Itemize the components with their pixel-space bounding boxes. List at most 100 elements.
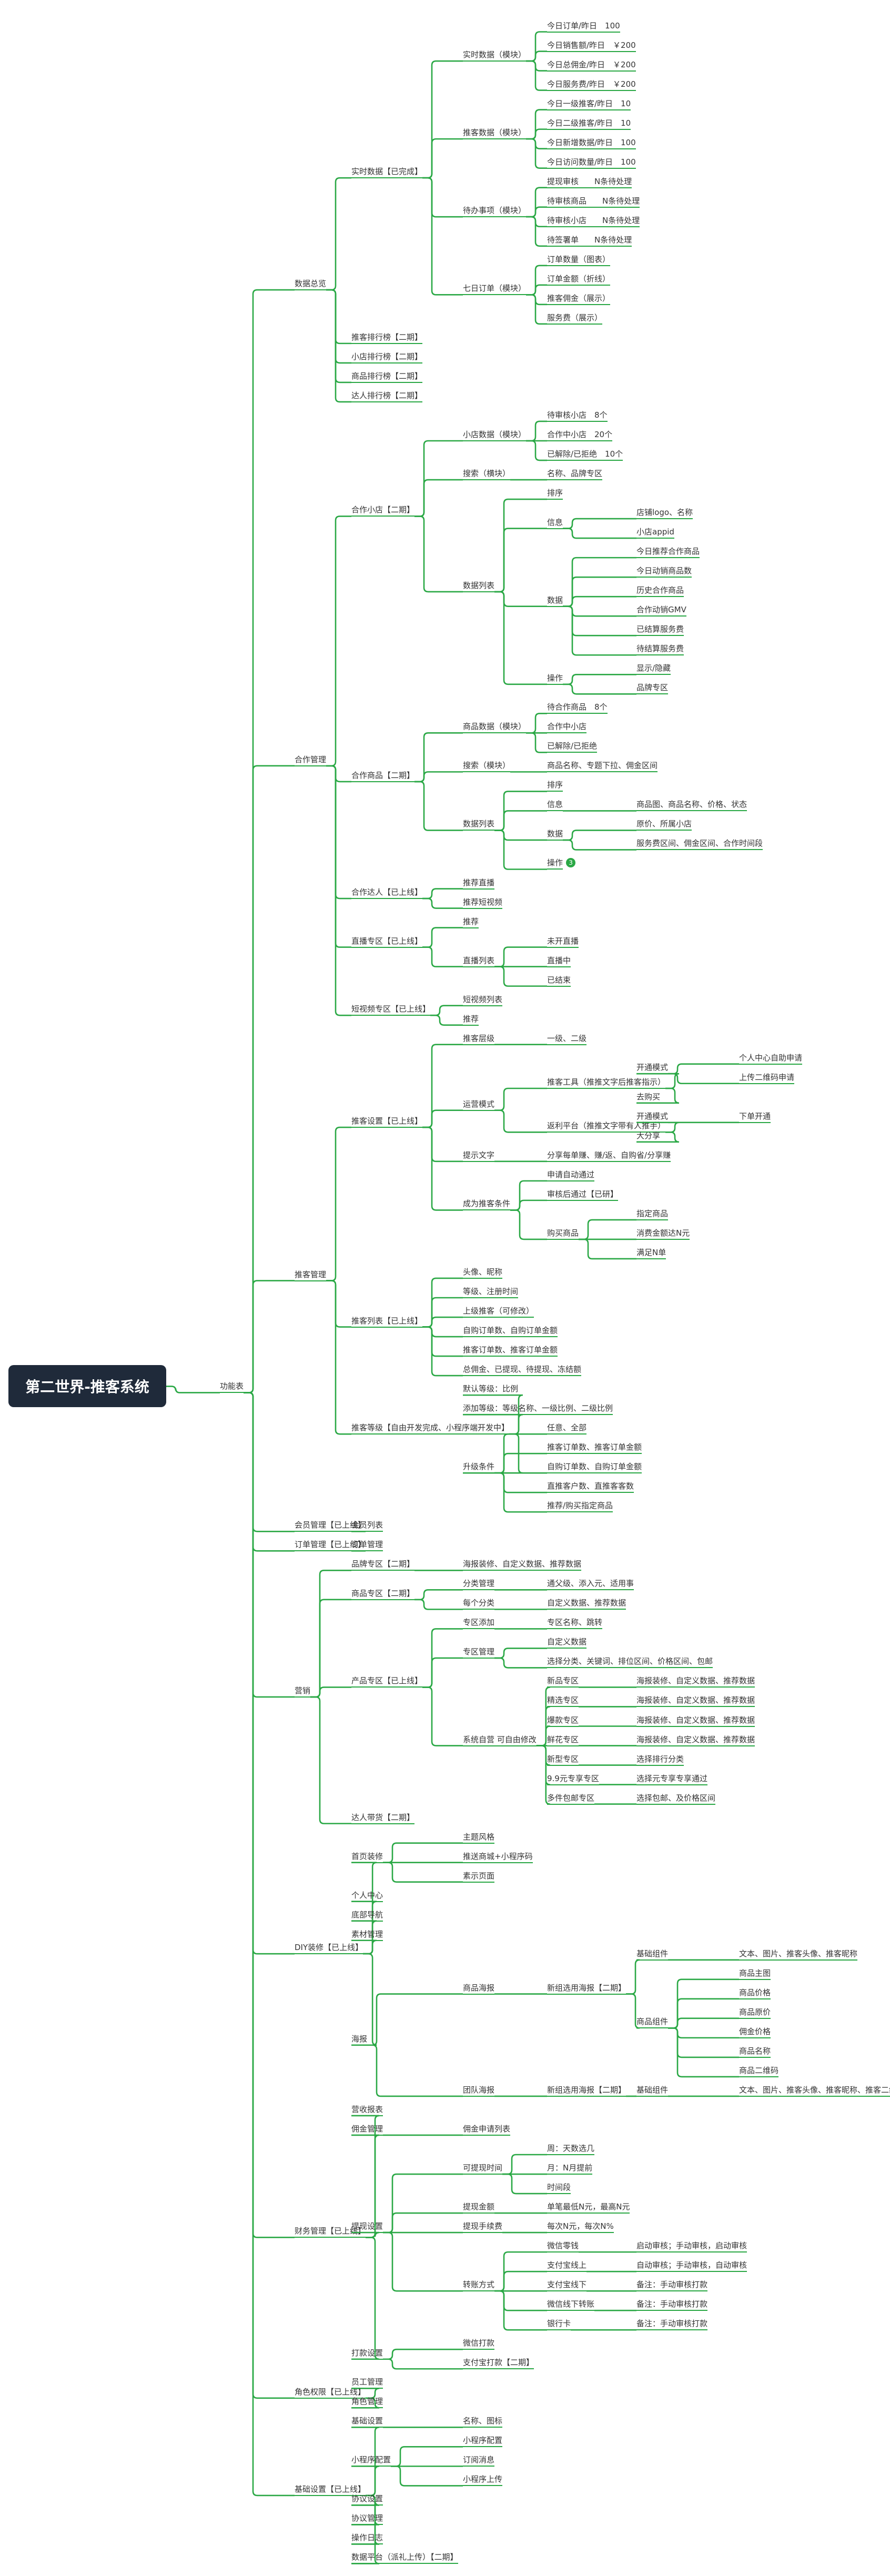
mindmap-node-depth-6[interactable]: 今日推荐合作商品 bbox=[636, 546, 700, 559]
mindmap-node-depth-5[interactable]: 专区名称、跳转 bbox=[547, 1617, 603, 1630]
mindmap-node-depth-5[interactable]: 名称、品牌专区 bbox=[547, 468, 603, 481]
mindmap-node-depth-6[interactable]: 选择元专享专享通过 bbox=[636, 1773, 708, 1785]
mindmap-node-depth-4[interactable]: 小店数据（模块） bbox=[463, 429, 527, 441]
mindmap-node-depth-4[interactable]: 小程序上传 bbox=[463, 2474, 503, 2487]
mindmap-node-depth-7[interactable]: 商品价格 bbox=[739, 1987, 771, 1999]
mindmap-node-depth-5[interactable]: 申请自动通过 bbox=[547, 1169, 595, 1181]
mindmap-node-depth-3[interactable]: 会员列表 bbox=[351, 1520, 383, 1532]
mindmap-node-depth-4[interactable]: 推荐直播 bbox=[463, 877, 495, 890]
mindmap-node-depth-6[interactable]: 待结算服务费 bbox=[636, 643, 684, 656]
mindmap-node-depth-5[interactable]: 订单金额（折线） bbox=[547, 274, 611, 286]
mindmap-node-depth-3[interactable]: 协议设置 bbox=[351, 2493, 383, 2506]
mindmap-node-depth-6[interactable]: 备注：手动审核打款 bbox=[636, 2299, 708, 2311]
mindmap-node-depth-5[interactable]: 今日销售额/昨日 ￥200 bbox=[547, 40, 636, 52]
mindmap-node-depth-4[interactable]: 实时数据（模块） bbox=[463, 49, 527, 62]
mindmap-node-depth-4[interactable]: 每个分类 bbox=[463, 1598, 495, 1610]
mindmap-node-depth-5[interactable]: 爆款专区 bbox=[547, 1715, 579, 1727]
mindmap-node-depth-2[interactable]: 合作管理 bbox=[295, 754, 327, 766]
mindmap-node-depth-5[interactable]: 返利平台（推推文字带有人推手） bbox=[547, 1120, 666, 1133]
mindmap-node-depth-5[interactable]: 未开直播 bbox=[547, 936, 579, 948]
mindmap-node-depth-5[interactable]: 9.9元专享专区 bbox=[547, 1773, 599, 1785]
mindmap-node-depth-3[interactable]: 达人排行榜【二期】 bbox=[351, 390, 423, 402]
mindmap-node-depth-1[interactable]: 功能表 bbox=[220, 1381, 244, 1393]
mindmap-node-depth-6[interactable]: 满足N单 bbox=[636, 1247, 666, 1259]
mindmap-node-depth-4[interactable]: 待办事项（模块） bbox=[463, 205, 527, 218]
mindmap-node-depth-5[interactable]: 每次N元，每次N% bbox=[547, 2221, 614, 2234]
mindmap-node-depth-4[interactable]: 运营模式 bbox=[463, 1099, 495, 1111]
mindmap-node-depth-5[interactable]: 今日访问数量/昨日 100 bbox=[547, 157, 636, 169]
mindmap-node-depth-3[interactable]: 底部导航 bbox=[351, 1910, 383, 1922]
mindmap-node-depth-5[interactable]: 排序 bbox=[547, 488, 563, 500]
mindmap-node-depth-6[interactable]: 合作动销GMV bbox=[636, 604, 686, 617]
mindmap-node-depth-3[interactable]: 提现设置 bbox=[351, 2221, 383, 2234]
mindmap-node-depth-3[interactable]: 达人带货【二期】 bbox=[351, 1812, 415, 1824]
mindmap-node-depth-7[interactable]: 个人中心自助申请 bbox=[739, 1053, 803, 1065]
mindmap-node-depth-6[interactable]: 历史合作商品 bbox=[636, 585, 684, 598]
mindmap-node-depth-6[interactable]: 消费金额达N元 bbox=[636, 1228, 690, 1240]
mindmap-node-depth-4[interactable]: 提现金额 bbox=[463, 2201, 495, 2214]
mindmap-node-depth-4[interactable]: 数据列表 bbox=[463, 819, 495, 831]
mindmap-node-depth-5[interactable]: 已解除/已拒绝 bbox=[547, 741, 598, 753]
mindmap-node-depth-3[interactable]: 合作小店【二期】 bbox=[351, 504, 415, 517]
mindmap-node-depth-4[interactable]: 等级、注册时间 bbox=[463, 1286, 519, 1298]
mindmap-node-depth-3[interactable]: 短视频专区【已上线】 bbox=[351, 1004, 431, 1016]
mindmap-node-depth-6[interactable]: 备注：手动审核打款 bbox=[636, 2279, 708, 2292]
mindmap-node-depth-5[interactable]: 推客佣金（展示） bbox=[547, 293, 611, 305]
mindmap-node-depth-6[interactable]: 选择包邮、及价格区间 bbox=[636, 1793, 716, 1805]
mindmap-node-depth-7[interactable]: 上传二维码申请 bbox=[739, 1072, 795, 1084]
mindmap-node-depth-4[interactable]: 名称、图标 bbox=[463, 2416, 503, 2428]
mindmap-node-depth-3[interactable]: 实时数据【已完成】 bbox=[351, 166, 423, 179]
mindmap-node-depth-6[interactable]: 店铺logo、名称 bbox=[636, 507, 693, 520]
mindmap-node-depth-2[interactable]: 订单管理【已上线】 bbox=[295, 1539, 366, 1552]
mindmap-node-depth-4[interactable]: 直播列表 bbox=[463, 955, 495, 967]
mindmap-node-depth-2[interactable]: 财务管理【已上线】 bbox=[295, 2226, 366, 2238]
mindmap-node-depth-5[interactable]: 今日订单/昨日 100 bbox=[547, 21, 620, 33]
mindmap-node-depth-5[interactable]: 新型专区 bbox=[547, 1754, 579, 1766]
mindmap-node-depth-5[interactable]: 提现审核 N条待处理 bbox=[547, 176, 632, 188]
mindmap-node-depth-5[interactable]: 周：天数选几 bbox=[547, 2143, 595, 2155]
mindmap-node-depth-2[interactable]: 基础设置【已上线】 bbox=[295, 2484, 366, 2496]
mindmap-node-depth-6[interactable]: 原价、所属小店 bbox=[636, 819, 692, 831]
mindmap-node-depth-3[interactable]: 订单管理 bbox=[351, 1539, 383, 1552]
mindmap-node-depth-4[interactable]: 团队海报 bbox=[463, 2085, 495, 2097]
mindmap-node-depth-5[interactable]: 操作 bbox=[547, 857, 563, 870]
mindmap-node-depth-6[interactable]: 小店appid bbox=[636, 527, 674, 539]
mindmap-node-depth-3[interactable]: 商品排行榜【二期】 bbox=[351, 371, 423, 383]
mindmap-node-depth-5[interactable]: 数据 bbox=[547, 829, 563, 841]
mindmap-node-depth-3[interactable]: 推客列表【已上线】 bbox=[351, 1316, 423, 1328]
mindmap-node-depth-5[interactable]: 鲜花专区 bbox=[547, 1734, 579, 1746]
mindmap-node-depth-5[interactable]: 数据 bbox=[547, 595, 563, 607]
mindmap-node-depth-3[interactable]: 海报 bbox=[351, 2034, 368, 2046]
mindmap-node-depth-5[interactable]: 购买商品 bbox=[547, 1228, 579, 1240]
mindmap-node-depth-6[interactable]: 大分享 bbox=[636, 1130, 661, 1143]
mindmap-node-depth-5[interactable]: 今日服务费/昨日 ￥200 bbox=[547, 79, 636, 91]
mindmap-node-depth-4[interactable]: 七日订单（模块） bbox=[463, 283, 527, 296]
mindmap-node-depth-5[interactable]: 今日一级推客/昨日 10 bbox=[547, 98, 631, 110]
mindmap-node-depth-4[interactable]: 上级推客（可修改） bbox=[463, 1306, 534, 1318]
mindmap-node-depth-5[interactable]: 服务费（展示） bbox=[547, 312, 603, 325]
mindmap-node-depth-3[interactable]: 操作日志 bbox=[351, 2532, 383, 2545]
mindmap-node-depth-6[interactable]: 开通模式 bbox=[636, 1111, 669, 1123]
mindmap-node-depth-3[interactable]: 小程序配置 bbox=[351, 2454, 391, 2467]
mindmap-node-depth-4[interactable]: 小程序配置 bbox=[463, 2435, 503, 2448]
mindmap-node-depth-6[interactable]: 备注：手动审核打款 bbox=[636, 2318, 708, 2331]
mindmap-node-depth-5[interactable]: 支付宝线下 bbox=[547, 2279, 587, 2292]
mindmap-node-depth-6[interactable]: 服务费区间、佣金区间、合作时间段 bbox=[636, 838, 763, 851]
mindmap-node-depth-5[interactable]: 合作中小店 bbox=[547, 721, 587, 734]
mindmap-node-depth-3[interactable]: 小店排行榜【二期】 bbox=[351, 351, 423, 363]
mindmap-node-depth-5[interactable]: 直推客户数、直推客客数 bbox=[547, 1481, 634, 1493]
mindmap-node-depth-4[interactable]: 数据列表 bbox=[463, 580, 495, 592]
mindmap-node-depth-7[interactable]: 文本、图片、推客头像、推客昵称、推客二维码 bbox=[739, 2085, 890, 2097]
mindmap-node-depth-7[interactable]: 下单开通 bbox=[739, 1111, 771, 1123]
mindmap-node-depth-4[interactable]: 成为推客条件 bbox=[463, 1198, 511, 1211]
mindmap-node-depth-4[interactable]: 推荐 bbox=[463, 916, 479, 928]
mindmap-node-depth-4[interactable]: 搜索（模块） bbox=[463, 760, 511, 773]
mindmap-node-depth-5[interactable]: 自购订单数、自购订单金额 bbox=[547, 1461, 642, 1474]
mindmap-node-depth-2[interactable]: 会员管理【已上线】 bbox=[295, 1520, 366, 1532]
mindmap-node-depth-3[interactable]: 商品专区【二期】 bbox=[351, 1588, 415, 1600]
mindmap-node-depth-7[interactable]: 商品原价 bbox=[739, 2007, 771, 2019]
mindmap-node-depth-4[interactable]: 商品数据（模块） bbox=[463, 721, 527, 734]
mindmap-node-depth-4[interactable]: 佣金申请列表 bbox=[463, 2124, 511, 2136]
mindmap-node-depth-5[interactable]: 一级、二级 bbox=[547, 1033, 587, 1045]
mindmap-node-depth-6[interactable]: 开通模式 bbox=[636, 1062, 669, 1075]
